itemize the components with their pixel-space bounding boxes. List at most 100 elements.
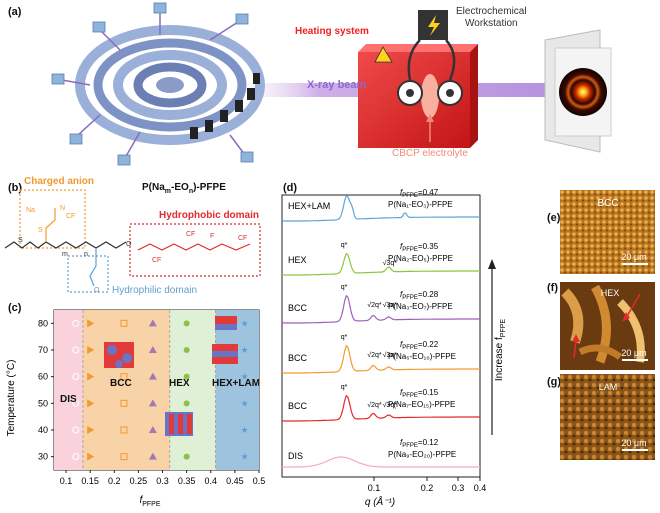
panel-g-label: (g) — [547, 376, 562, 388]
svg-text:n: n — [84, 251, 88, 258]
saxs-formula: P(Na₁-EO₃)-PFPE — [388, 200, 453, 209]
polymer-title: P(Nam-EOn)-PFPE — [142, 182, 226, 195]
saxs-peak-label: √2q* — [367, 401, 382, 409]
saxs-peak-label: q* — [341, 242, 348, 249]
saxs-peak-label: √2q* — [367, 301, 382, 309]
saxs-phase-label: DIS — [288, 451, 303, 461]
saxs-phase-label: HEX+LAM — [288, 201, 330, 211]
saxs-formula: P(Na₉-EO₂₀)-PFPE — [388, 450, 456, 459]
saxs-formula: P(Na₇-EO₁₅)-PFPE — [388, 400, 455, 409]
region-dis — [54, 310, 83, 470]
bcc-point — [120, 453, 128, 461]
hexlam-point: ★ — [240, 372, 248, 382]
bcc-point — [148, 399, 157, 407]
svg-text:CF: CF — [238, 235, 247, 242]
saxs-fraction: fPFPE=0.12 — [400, 438, 439, 449]
saxs-formula: P(Na₂-EO₅)-PFPE — [388, 254, 453, 263]
hex-point — [183, 453, 190, 460]
phase-ytick-label: 80 — [38, 318, 48, 328]
phase-xtick-label: 0.4 — [205, 476, 218, 486]
svg-text:CF: CF — [186, 231, 195, 238]
workstation-label: Workstation — [465, 18, 518, 29]
saxs-phase-label: HEX — [288, 255, 307, 265]
bcc-point — [120, 373, 128, 381]
svg-text:N: N — [60, 205, 65, 212]
saxs-plot: HEX+LAM fPFPE=0.47P(Na₁-EO₃)-PFPE HEX fPFPE… — [281, 188, 507, 508]
phase-xtick-label: 0.3 — [156, 476, 169, 486]
svg-text:F: F — [210, 233, 214, 240]
electrochemical-workstation-icon — [407, 10, 456, 81]
svg-text:CF: CF — [152, 257, 161, 264]
dis-point — [72, 319, 80, 327]
dis-point — [72, 373, 80, 381]
svg-text:HEX: HEX — [601, 288, 620, 298]
chemical-structure: S Na N CF S n m O CF CF F CF O — [4, 189, 261, 294]
heating-system-label: Heating system — [295, 26, 369, 37]
phase-ytick-label: 40 — [38, 425, 48, 435]
phase-ylabel: Temperature (°C) — [6, 360, 17, 437]
hex-morphology-icon — [165, 412, 193, 436]
bcc-point — [87, 346, 95, 354]
bcc-point — [148, 452, 157, 460]
bcc-point — [87, 372, 95, 381]
saxs-trace — [282, 394, 480, 422]
panel-f-label: (f) — [547, 282, 558, 294]
hex-point — [183, 320, 190, 327]
panel-c-label: (c) — [8, 302, 22, 314]
increase-fpfpe-label: Increase fPFPE — [494, 319, 507, 382]
panel-b-label: (b) — [8, 182, 23, 194]
phase-xtick-label: 0.25 — [130, 476, 148, 486]
polymer-spiral-icon — [51, 2, 265, 166]
saxs-fraction: fPFPE=0.47 — [400, 188, 439, 199]
saxs-peak-label: √2q* — [367, 351, 382, 359]
lam-morphology-icon — [212, 316, 238, 364]
region-hex — [169, 310, 216, 470]
svg-text:O: O — [94, 287, 100, 294]
saxs-xtick-label: 0.4 — [474, 483, 487, 493]
bcc-point — [148, 426, 157, 433]
phase-ytick-label: 50 — [38, 398, 48, 408]
saxs-formula: P(Na₅-EO₁₀)-PFPE — [388, 352, 456, 361]
saxs-xtick-label: 0.3 — [452, 483, 465, 493]
svg-text:BCC: BCC — [597, 198, 618, 209]
afm-bcc-image: BCC 20 μm — [560, 190, 655, 274]
panel-e-label: (e) — [547, 212, 561, 224]
xray-beam-label: X-ray beam — [307, 79, 367, 91]
region-dis-label: DIS — [60, 394, 77, 405]
svg-text:20 μm: 20 μm — [621, 252, 646, 262]
saxs-trace — [282, 344, 480, 374]
svg-text:LAM: LAM — [599, 382, 618, 392]
svg-text:20 μm: 20 μm — [621, 438, 646, 448]
electrochemical-label: Electrochemical — [456, 6, 527, 17]
saxs-xtick-label: 0.1 — [368, 483, 381, 493]
saxs-peak-label: √3q* — [383, 401, 398, 409]
phase-xtick-label: 0.5 — [253, 476, 266, 486]
dis-point — [72, 453, 80, 461]
hexlam-point: ★ — [240, 452, 248, 462]
bcc-point — [120, 426, 128, 434]
phase-ytick-label: 30 — [38, 452, 48, 462]
saxs-fraction: fPFPE=0.15 — [400, 388, 439, 399]
saxs-phase-label: BCC — [288, 353, 308, 363]
saxs-peak-label: √3q* — [383, 259, 398, 267]
svg-text:m: m — [62, 251, 68, 258]
saxs-peak-label: q* — [341, 334, 348, 341]
hex-point — [183, 373, 190, 380]
hexlam-point: ★ — [240, 318, 248, 328]
phase-xtick-label: 0.45 — [226, 476, 244, 486]
bcc-point — [148, 346, 157, 353]
phase-xtick-label: 0.35 — [178, 476, 196, 486]
region-bcc — [82, 310, 170, 470]
saxs-detector-icon — [544, 29, 612, 153]
region-hexlam — [215, 310, 259, 470]
svg-text:Na: Na — [26, 207, 35, 214]
dis-point — [72, 426, 80, 434]
bcc-point — [87, 426, 95, 434]
svg-text:O: O — [126, 241, 132, 248]
phase-xlabel: fPFPE — [139, 495, 160, 508]
saxs-trace — [282, 456, 480, 468]
bcc-point — [148, 319, 157, 327]
bcc-point — [87, 399, 95, 408]
svg-text:20 μm: 20 μm — [621, 348, 646, 358]
